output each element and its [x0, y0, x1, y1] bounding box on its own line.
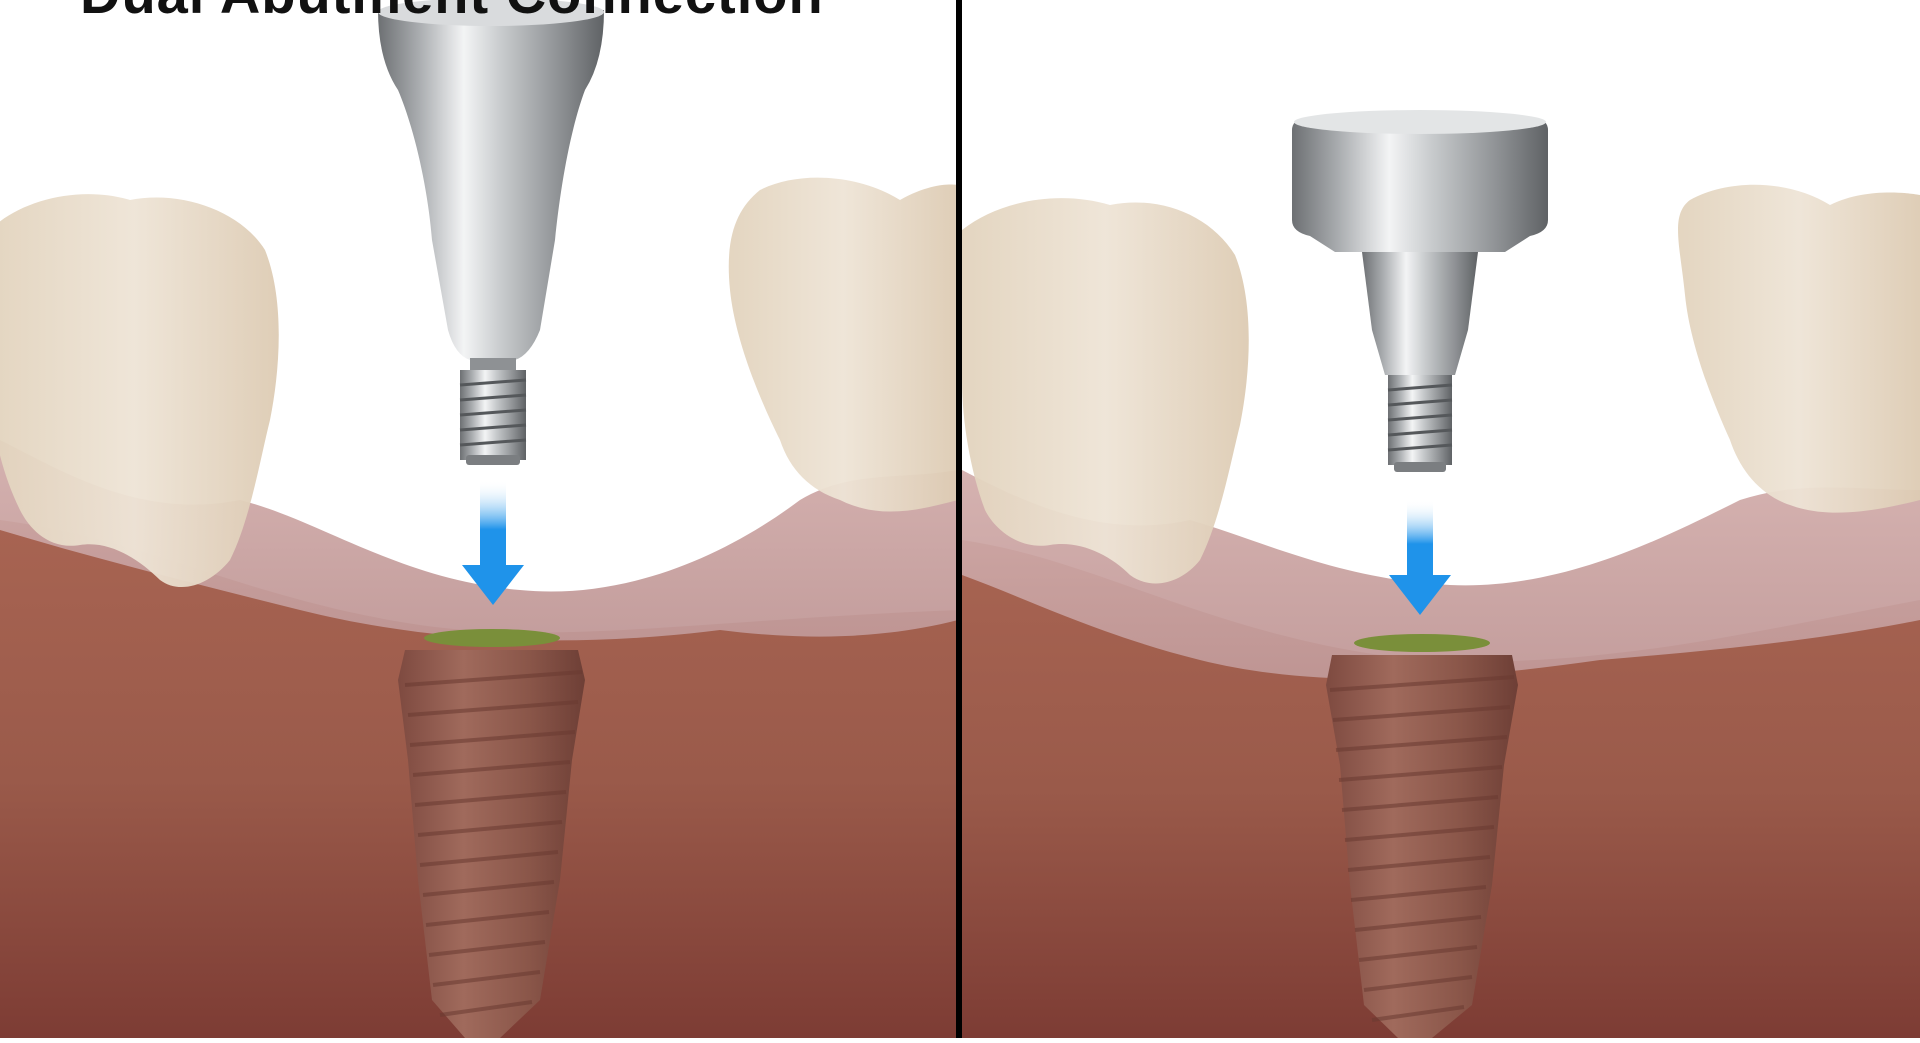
left-panel-left-tooth: [0, 194, 279, 587]
tapered-abutment: [378, 0, 604, 465]
right-panel-right-tooth: [1678, 185, 1920, 513]
left-panel-right-tooth: [729, 178, 958, 512]
right-abutment-screw: [1388, 375, 1452, 472]
left-panel: [0, 0, 958, 1038]
left-abutment-screw: [460, 370, 526, 465]
diagram-title: Dual Abutment Connection: [80, 0, 824, 22]
panel-divider: [956, 0, 962, 1038]
left-implant-cap: [424, 629, 560, 647]
right-implant-cap: [1354, 634, 1490, 652]
right-panel: [962, 110, 1920, 1038]
healing-cap-abutment: [1292, 110, 1548, 472]
right-panel-left-tooth: [962, 198, 1249, 583]
